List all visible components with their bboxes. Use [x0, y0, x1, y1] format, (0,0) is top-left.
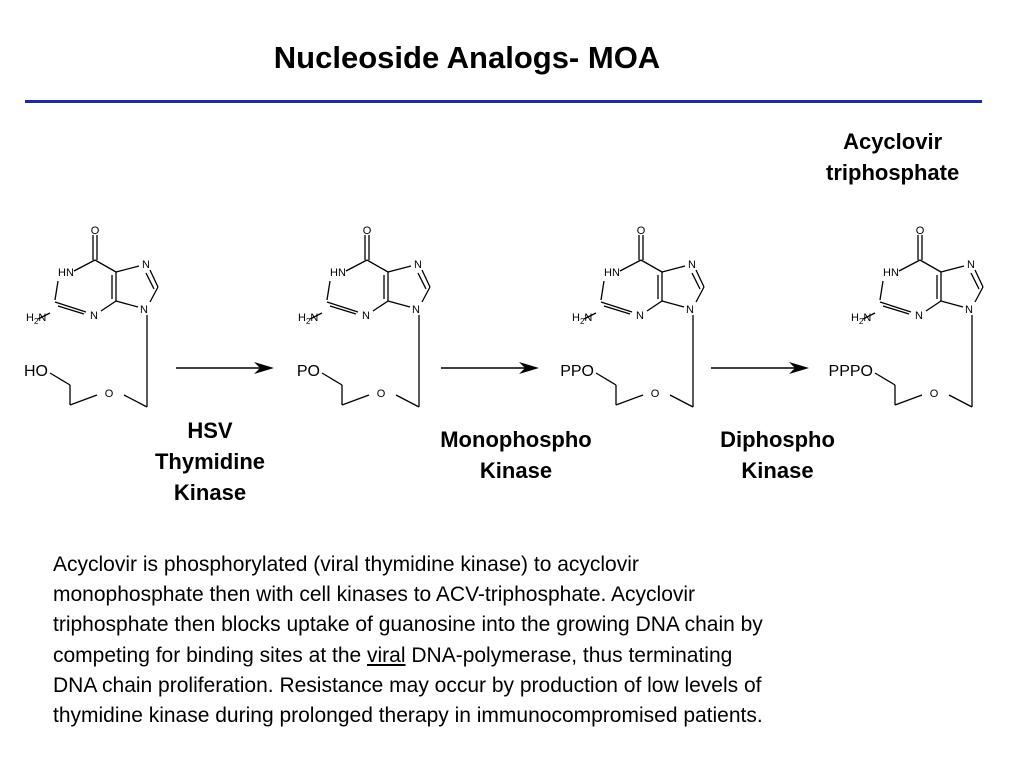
- paragraph-text: competing for binding sites at the: [53, 643, 368, 667]
- atom-label-h2n: H2N: [572, 312, 592, 326]
- atom-label-hn: HN: [330, 267, 346, 279]
- amine-h: H: [572, 312, 580, 324]
- slide-title: Nucleoside Analogs- MOA: [273, 40, 661, 75]
- atom-label-n: N: [412, 304, 420, 316]
- paragraph-text: DNA-polymerase, thus terminating: [405, 643, 733, 667]
- terminal-group-label: PPO: [560, 363, 594, 380]
- amine-subscript: 2: [580, 317, 585, 326]
- amine-subscript: 2: [859, 317, 864, 326]
- enzyme-line: Kinase: [173, 480, 247, 505]
- enzyme-line: Monophospho: [440, 427, 592, 452]
- amine-h: H: [851, 312, 859, 324]
- paragraph-line: DNA chain proliferation. Resistance may …: [53, 673, 762, 697]
- amine-n: N: [310, 312, 318, 324]
- atom-label-n: N: [967, 259, 975, 271]
- enzyme-label-hsv-thymidine-kinase: HSV Thymidine Kinase: [145, 415, 275, 508]
- reaction-arrow-2: [441, 362, 539, 374]
- amine-n: N: [38, 312, 46, 324]
- amine-h: H: [26, 312, 34, 324]
- terminal-group-label: PO: [297, 363, 320, 380]
- title-divider: [25, 100, 982, 103]
- atom-label-o: O: [916, 225, 925, 237]
- atom-label-h2n: H2N: [851, 312, 871, 326]
- atom-label-hn: HN: [604, 267, 620, 279]
- acyclovir-monophosphate-structure: O HN N N N H2N O PO: [292, 215, 472, 415]
- enzyme-label-diphospho-kinase: Diphospho Kinase: [700, 424, 855, 486]
- atom-label-ether-o: O: [377, 388, 386, 400]
- enzyme-line: Kinase: [479, 458, 553, 483]
- paragraph-line: Acyclovir is phosphorylated (viral thymi…: [53, 553, 639, 576]
- paragraph-line: competing for binding sites at the viral…: [53, 641, 1003, 671]
- underlined-word-viral: viral: [367, 643, 406, 667]
- atom-label-n: N: [688, 259, 696, 271]
- terminal-group-label: PPPO: [829, 363, 873, 380]
- final-product-label: Acyclovir triphosphate: [826, 126, 959, 188]
- atom-label-hn: HN: [883, 267, 899, 279]
- atom-label-o: O: [637, 225, 646, 237]
- atom-label-n: N: [636, 310, 644, 322]
- acyclovir-structure: O HN N N N H2N O HO: [20, 215, 200, 415]
- enzyme-line: Diphospho: [720, 427, 835, 452]
- enzyme-line: HSV: [187, 418, 233, 443]
- paragraph-line: monophosphate then with cell kinases to …: [53, 583, 696, 607]
- enzyme-line: Kinase: [741, 458, 814, 483]
- atom-label-ether-o: O: [651, 388, 660, 400]
- atom-label-n: N: [90, 310, 98, 322]
- atom-label-ether-o: O: [105, 388, 114, 400]
- atom-label-n: N: [140, 304, 148, 316]
- enzyme-label-monophospho-kinase: Monophospho Kinase: [426, 424, 606, 486]
- atom-label-hn: HN: [58, 267, 74, 279]
- atom-label-o: O: [91, 225, 100, 237]
- atom-label-n: N: [915, 310, 923, 322]
- atom-label-h2n: H2N: [26, 312, 46, 326]
- amine-subscript: 2: [306, 317, 311, 326]
- atom-label-n: N: [142, 259, 150, 271]
- explanation-paragraph: Acyclovir is phosphorylated (viral thymi…: [53, 550, 1003, 731]
- atom-label-n: N: [965, 304, 973, 316]
- reaction-arrow-3: [711, 362, 809, 374]
- atom-label-n: N: [686, 304, 694, 316]
- terminal-group-label: HO: [24, 363, 48, 380]
- reaction-arrow-1: [176, 362, 274, 374]
- atom-label-o: O: [363, 225, 372, 237]
- amine-n: N: [863, 312, 871, 324]
- acyclovir-diphosphate-structure: O HN N N N H2N O PPO: [560, 215, 746, 415]
- final-label-line-1: Acyclovir: [843, 129, 943, 154]
- atom-label-ether-o: O: [930, 388, 939, 400]
- amine-subscript: 2: [34, 317, 39, 326]
- paragraph-line: thymidine kinase during prolonged therap…: [53, 704, 763, 728]
- enzyme-line: Thymidine: [154, 449, 265, 474]
- atom-label-n: N: [362, 310, 370, 322]
- paragraph-line: triphosphate then blocks uptake of guano…: [53, 613, 763, 637]
- final-label-line-2: triphosphate: [826, 160, 960, 185]
- amine-n: N: [584, 312, 592, 324]
- acyclovir-triphosphate-structure: O HN N N N H2N O PPPO: [829, 215, 1024, 415]
- atom-label-n: N: [414, 259, 422, 271]
- amine-h: H: [298, 312, 306, 324]
- atom-label-h2n: H2N: [298, 312, 318, 326]
